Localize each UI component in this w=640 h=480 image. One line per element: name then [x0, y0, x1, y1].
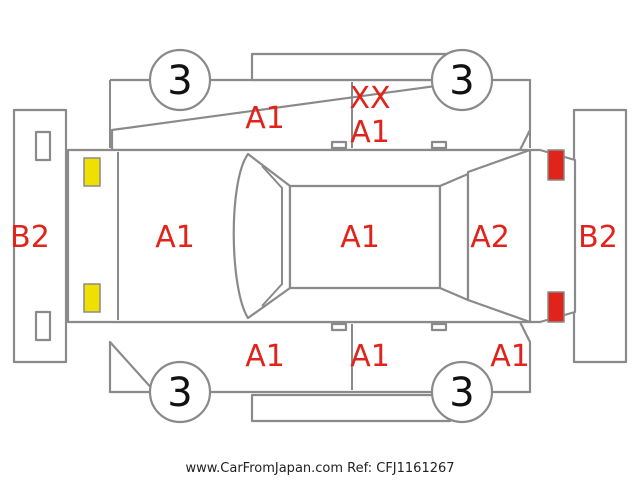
door-handle-top-rear — [430, 140, 448, 150]
front-light-top — [83, 157, 101, 187]
front-bumper-slot-bottom — [34, 310, 52, 342]
marker-rear-glass: A2 — [470, 220, 510, 255]
top-door-strip — [250, 52, 452, 82]
wheel-bottom-rear-label: 3 — [449, 370, 474, 416]
front-light-bottom — [83, 283, 101, 313]
footer-credit: www.CarFromJapan.com Ref: CFJ1161267 — [185, 461, 454, 476]
marker-roof-panel: XX — [349, 81, 390, 116]
marker-roof-rear: A1 — [350, 115, 390, 150]
wheel-top-front — [148, 48, 212, 112]
door-handle-bottom-front — [330, 322, 348, 332]
marker-hood: A1 — [155, 220, 195, 255]
marker-roof-front: A1 — [245, 101, 285, 136]
rear-glass — [438, 172, 470, 302]
wheel-top-rear — [430, 48, 494, 112]
wheel-bottom-front-label: 3 — [167, 370, 192, 416]
front-bumper-slot-top — [34, 130, 52, 162]
marker-bottom-rear: A1 — [350, 339, 390, 374]
wheel-bottom-rear — [430, 360, 494, 424]
marker-rear-bumper: B2 — [578, 220, 618, 255]
rear-light-top — [547, 149, 565, 181]
bottom-door-strip — [250, 393, 452, 423]
marker-front-bumper: B2 — [10, 220, 50, 255]
door-handle-bottom-rear — [430, 322, 448, 332]
windshield — [232, 152, 292, 320]
trunk-lid — [466, 148, 532, 324]
rear-light-bottom — [547, 291, 565, 323]
marker-bottom-front: A1 — [245, 339, 285, 374]
wheel-top-front-label: 3 — [167, 58, 192, 104]
door-handle-top-front — [330, 140, 348, 150]
marker-bottom-rear-corner: A1 — [490, 339, 530, 374]
wheel-bottom-front — [148, 360, 212, 424]
rear-bumper-panel — [572, 108, 628, 364]
wheel-top-rear-label: 3 — [449, 58, 474, 104]
marker-cabin-roof: A1 — [340, 220, 380, 255]
